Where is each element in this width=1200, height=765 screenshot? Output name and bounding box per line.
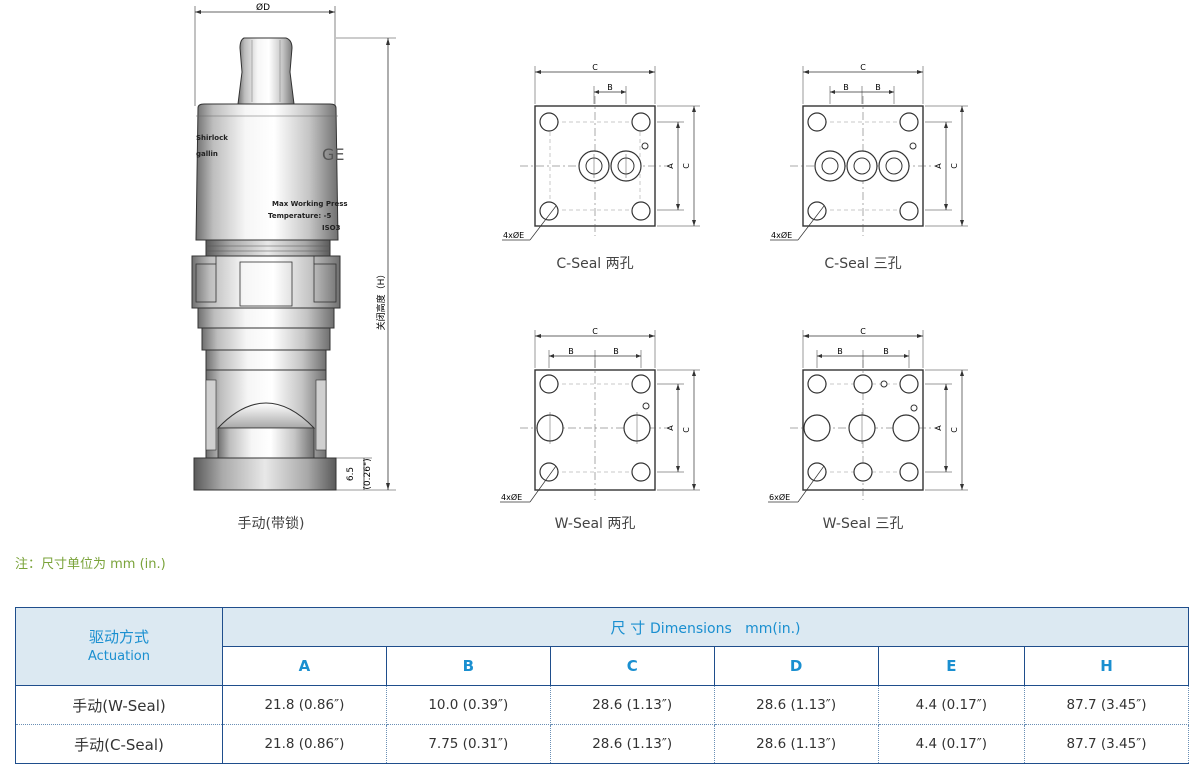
row-name: 手动(C-Seal) [15, 724, 223, 764]
dim-d-label: ØD [256, 2, 270, 13]
actuation-header-cn: 驱动方式 [88, 627, 149, 646]
caption-valve: 手动(带锁) [237, 516, 305, 532]
column-header-d: D [713, 646, 879, 686]
valve-label-2: gallin [196, 150, 218, 158]
dim-base-in: (0.26") [363, 458, 373, 489]
dim-a: A [666, 163, 675, 169]
dim-a: A [934, 425, 943, 431]
hole-spec: 4xØE [771, 230, 792, 240]
dim-c-top: C [592, 327, 598, 336]
valve-brand: GE [322, 145, 345, 164]
dim-b: B [883, 347, 889, 356]
valve-text-1: Max Working Press [272, 200, 348, 208]
dim-a: A [666, 425, 675, 431]
dim-base-mm: 6.5 [346, 467, 356, 481]
block-wseal-3: C B B A C 6xØE [768, 327, 968, 503]
dim-c-side: C [950, 427, 959, 433]
table-cell: 87.7 (3.45″) [1024, 685, 1189, 725]
table-row: 手动(W-Seal) 21.8 (0.86″) 10.0 (0.39″) 28.… [15, 685, 1189, 725]
table-cell: 10.0 (0.39″) [385, 685, 551, 725]
dim-c-top: C [860, 63, 866, 72]
column-header-h: H [1024, 646, 1189, 686]
table-cell: 21.8 (0.86″) [222, 685, 387, 725]
valve-text-3: ISO3 [322, 224, 341, 232]
dim-b: B [875, 83, 881, 92]
block-cseal-2: C B A C [502, 63, 700, 241]
table-cell: 28.6 (1.13″) [713, 685, 879, 725]
valve-text-2: Temperature: -5 [268, 212, 331, 220]
unit-note: 注：尺寸单位为 mm (in.) [15, 557, 166, 572]
caption-cseal-2: C-Seal 两孔 [556, 256, 634, 272]
technical-drawing: ØD Shirlock gallin GE Max Working Press … [191, 2, 968, 503]
column-header-a: A [222, 646, 387, 686]
dim-b: B [613, 347, 619, 356]
dimensions-table: 驱动方式 Actuation 尺 寸 Dimensions mm(in.) A … [15, 607, 1189, 764]
block-cseal-3: C B B A C 4xØE [770, 63, 968, 241]
hole-spec: 6xØE [769, 492, 790, 502]
dim-a: A [934, 163, 943, 169]
actuation-header: 驱动方式 Actuation [15, 607, 223, 686]
dim-c-side: C [682, 163, 691, 169]
block-wseal-2: C B B A C 4xØE [500, 327, 700, 503]
hole-spec: 4xØE [501, 492, 522, 502]
actuation-header-en: Actuation [87, 648, 151, 664]
dimensions-header-cn: 尺 寸 [610, 618, 646, 637]
dimensions-header: 尺 寸 Dimensions mm(in.) [222, 607, 1189, 647]
table-cell: 21.8 (0.86″) [222, 724, 387, 764]
table-cell: 28.6 (1.13″) [549, 685, 715, 725]
row-name: 手动(W-Seal) [15, 685, 223, 725]
table-cell: 4.4 (0.17″) [877, 685, 1026, 725]
column-header-e: E [877, 646, 1026, 686]
dim-c-top: C [592, 63, 598, 72]
column-header-b: B [385, 646, 551, 686]
dim-h-label: 关闭高度（H） [375, 270, 387, 331]
dim-b: B [837, 347, 843, 356]
dim-c-side: C [682, 427, 691, 433]
dim-c-top: C [860, 327, 866, 336]
dim-b: B [607, 83, 613, 92]
dimensions-header-en: Dimensions mm(in.) [650, 620, 801, 637]
column-header-c: C [549, 646, 715, 686]
valve-drawing: ØD Shirlock gallin GE Max Working Press … [191, 2, 396, 491]
dim-c-side: C [950, 163, 959, 169]
table-cell: 4.4 (0.17″) [877, 724, 1026, 764]
table-cell: 7.75 (0.31″) [385, 724, 551, 764]
caption-wseal-2: W-Seal 两孔 [554, 516, 636, 532]
caption-wseal-3: W-Seal 三孔 [822, 516, 904, 532]
valve-label-1: Shirlock [196, 134, 228, 142]
table-row: 手动(C-Seal) 21.8 (0.86″) 7.75 (0.31″) 28.… [15, 724, 1189, 764]
table-cell: 28.6 (1.13″) [713, 724, 879, 764]
table-cell: 87.7 (3.45″) [1024, 724, 1189, 764]
dim-b: B [568, 347, 574, 356]
table-cell: 28.6 (1.13″) [549, 724, 715, 764]
dim-b: B [843, 83, 849, 92]
caption-cseal-3: C-Seal 三孔 [824, 256, 902, 272]
hole-spec: 4xØE [503, 230, 524, 240]
